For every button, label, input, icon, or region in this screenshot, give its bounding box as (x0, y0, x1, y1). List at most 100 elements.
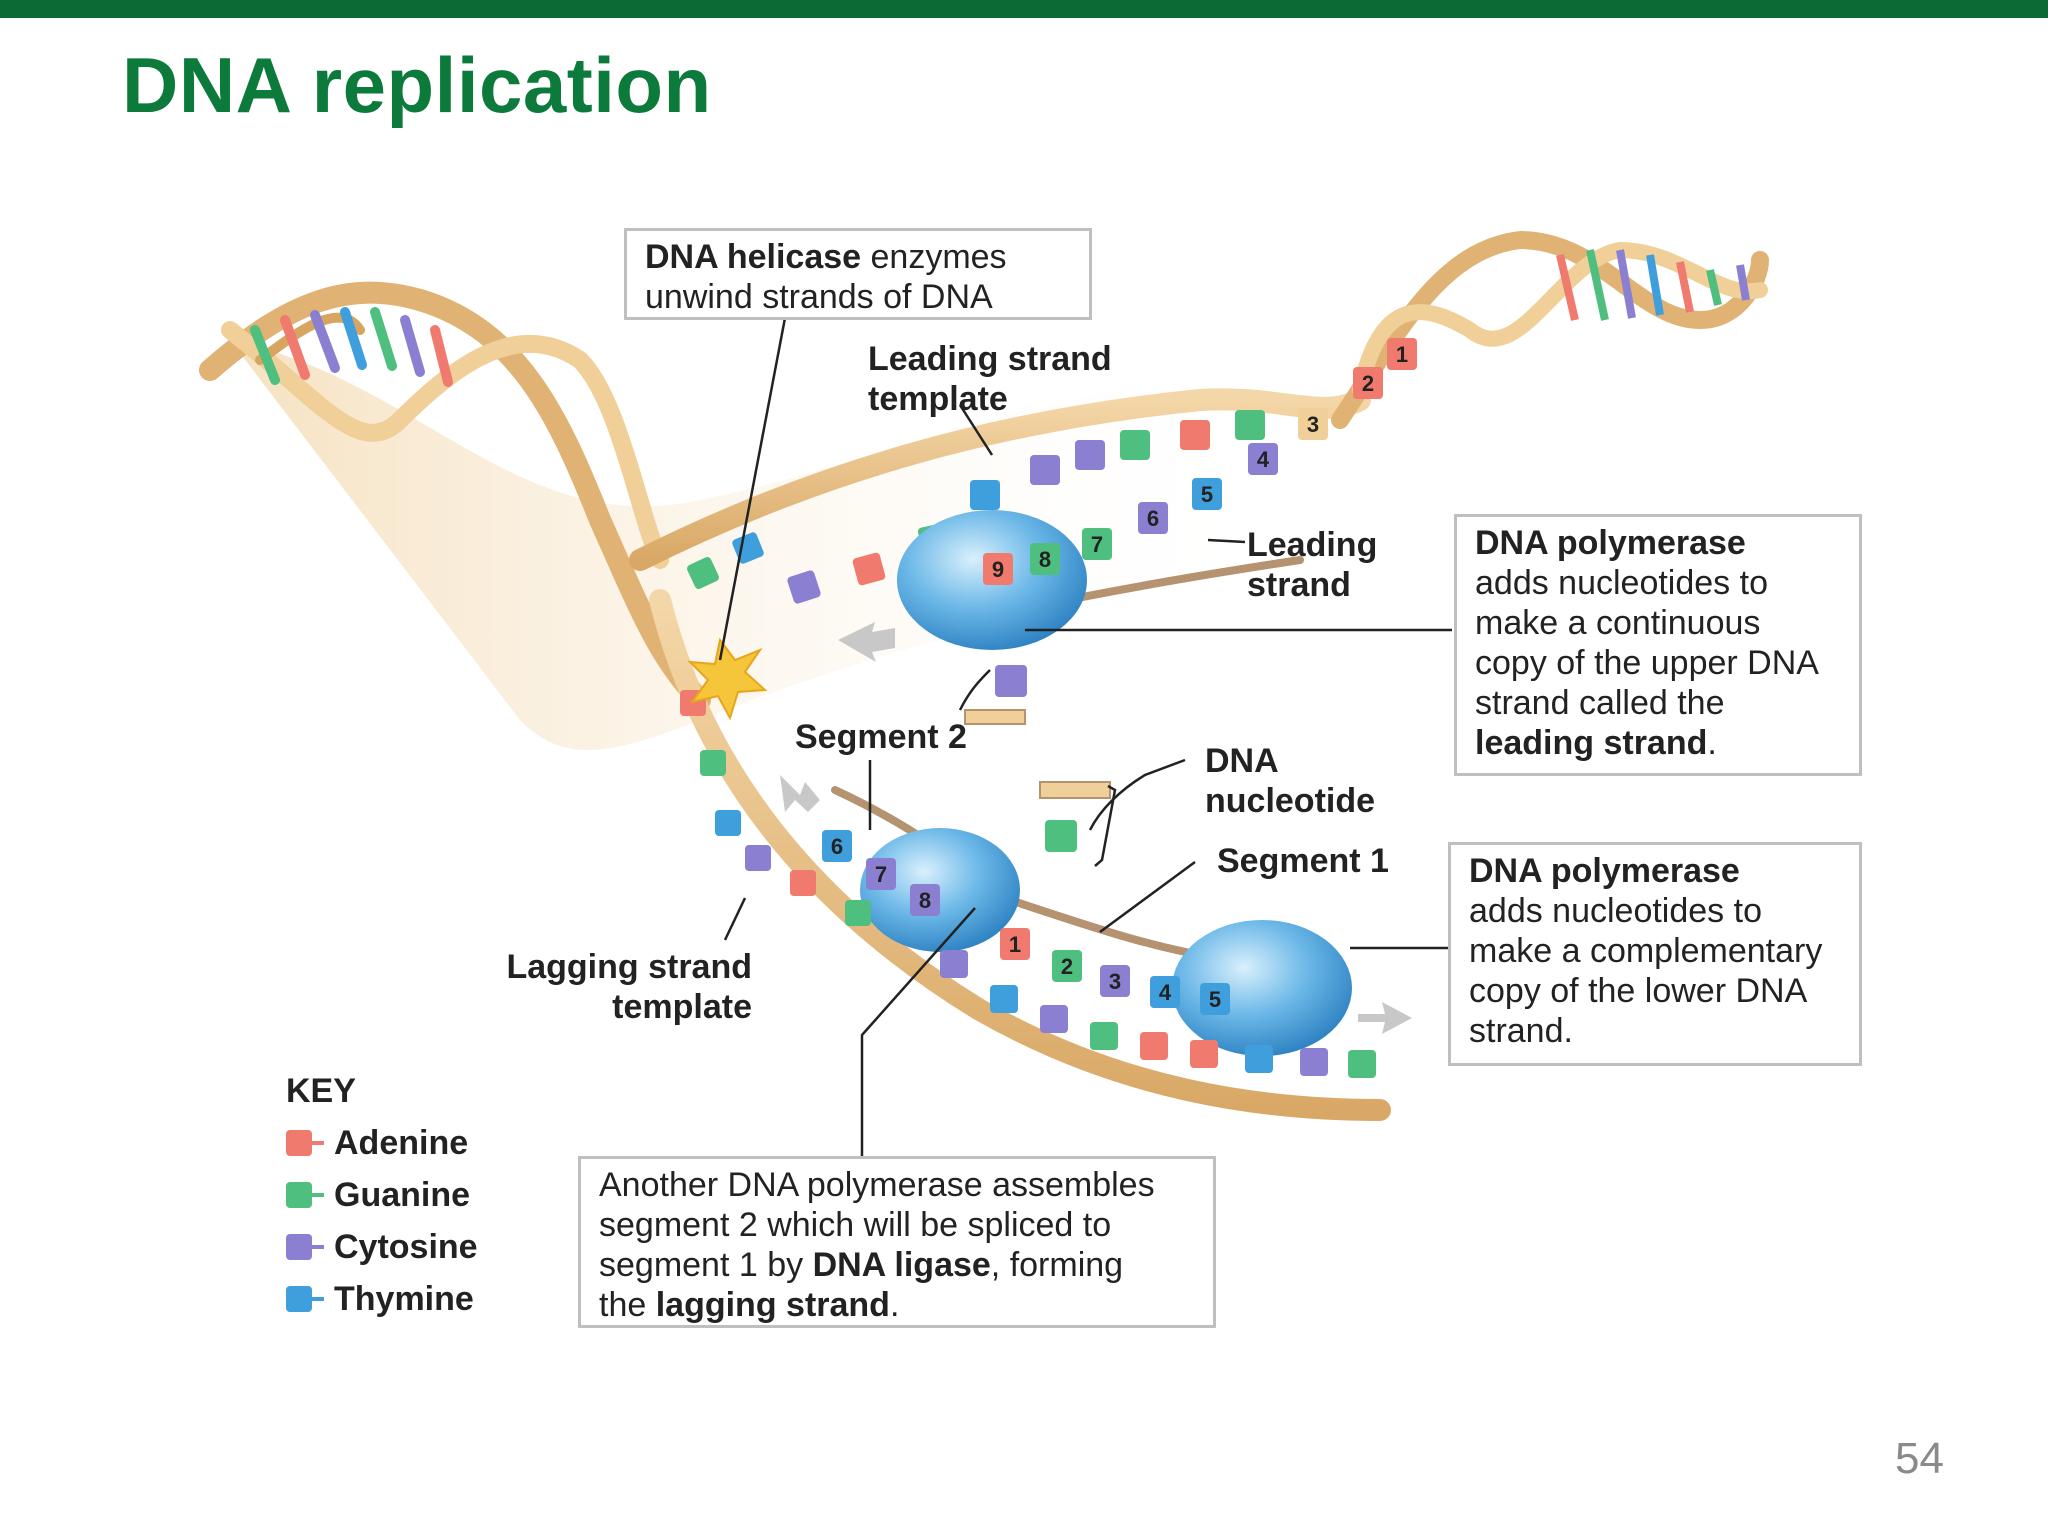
key-label-thymine: Thymine (334, 1279, 474, 1318)
seg2-base-8: 8 (910, 884, 940, 916)
seg1-base-4: 4 (1150, 976, 1180, 1008)
page-number: 54 (1895, 1434, 1944, 1483)
upper-num-1: 1 (1396, 342, 1408, 367)
replication-fork-fan (230, 340, 1300, 750)
label-lagging-template-1: Lagging strand (506, 948, 752, 986)
ligase-line1: Another DNA polymerase assembles (599, 1166, 1155, 1204)
seg2-num-7: 7 (875, 862, 887, 887)
slide-title: DNA replication (122, 41, 712, 129)
adenine-swatch (286, 1130, 324, 1156)
label-dna-nucleotide-1: DNA (1205, 742, 1279, 780)
callout-polymerase-lagging: DNA polymerase adds nucleotides to make … (1448, 842, 1862, 1066)
key-item-thymine: Thymine (286, 1273, 478, 1325)
dna-polymerase-segment1 (1172, 920, 1352, 1056)
upper-right-base-pairs (1556, 249, 1750, 321)
seg1-base-2: 2 (1052, 950, 1082, 982)
helicase-bold: DNA helicase (645, 238, 862, 276)
label-segment2: Segment 2 (795, 718, 967, 756)
label-leading-strand-1: Leading (1247, 526, 1377, 564)
parental-base-pairs (250, 307, 453, 387)
upper-base-6: 6 (1138, 502, 1168, 534)
upper-base-3: 3 (1298, 408, 1328, 440)
upper-base-9: 9 (983, 553, 1013, 585)
callout-dna-ligase: Another DNA polymerase assembles segment… (578, 1156, 1216, 1328)
label-segment1: Segment 1 (1217, 842, 1389, 880)
lagging-template-backbone (649, 589, 1391, 1121)
seg2-base-7: 7 (866, 858, 896, 890)
ligase-line4-post: . (889, 1286, 900, 1324)
helicase-rest: enzymes (861, 238, 1007, 276)
ligase-line3-bold: DNA ligase (812, 1246, 991, 1284)
helicase-line2: unwind strands of DNA (645, 278, 993, 316)
free-nucleotide-lower (1039, 781, 1111, 852)
nucleotide-key: KEY Adenine Guanine Cytosine Thymine (286, 1072, 478, 1325)
segment2-numbered-bases: 6 7 8 (822, 830, 940, 916)
poly-lagging-line5: strand. (1469, 1012, 1573, 1050)
upper-num-8: 8 (1039, 547, 1051, 572)
seg1-num-2: 2 (1061, 954, 1073, 979)
upper-num-4: 4 (1257, 447, 1270, 472)
key-label-adenine: Adenine (334, 1123, 469, 1162)
seg2-num-6: 6 (831, 834, 843, 859)
upper-num-7: 7 (1091, 532, 1103, 557)
seg2-num-8: 8 (919, 888, 931, 913)
upper-base-8: 8 (1030, 543, 1060, 575)
poly-leading-line2: adds nucleotides to (1475, 564, 1768, 602)
upper-num-5: 5 (1201, 482, 1213, 507)
seg1-num-1: 1 (1009, 932, 1021, 957)
key-label-guanine: Guanine (334, 1175, 471, 1214)
leading-numbered-bases: 9 8 7 6 5 4 3 2 1 (983, 338, 1417, 585)
free-nucleotide-upper (964, 665, 1027, 725)
seg1-num-3: 3 (1109, 969, 1121, 994)
upper-num-9: 9 (992, 557, 1004, 582)
key-item-guanine: Guanine (286, 1169, 478, 1221)
top-accent-bar (0, 0, 2048, 18)
callout-dna-helicase: DNA helicase enzymes unwind strands of D… (624, 228, 1092, 320)
seg2-base-6: 6 (822, 830, 852, 862)
label-leading-template-1: Leading strand (868, 340, 1112, 378)
label-leading-strand-2: strand (1247, 566, 1351, 604)
seg1-base-5: 5 (1200, 983, 1230, 1015)
upper-base-2: 2 (1353, 367, 1383, 399)
label-dna-nucleotide-2: nucleotide (1205, 782, 1375, 820)
upper-right-helix (1331, 230, 1769, 429)
ligase-line4-pre: the (599, 1286, 656, 1324)
ligase-line4-bold: lagging strand (655, 1286, 890, 1324)
callout-polymerase-leading: DNA polymerase adds nucleotides to make … (1454, 514, 1862, 776)
poly-lagging-bold: DNA polymerase (1469, 852, 1740, 890)
seg1-num-4: 4 (1159, 980, 1172, 1005)
leader-lines (718, 317, 1452, 1157)
lower-template-bases (680, 690, 1376, 1078)
key-label-cytosine: Cytosine (334, 1227, 478, 1266)
upper-num-3: 3 (1307, 412, 1319, 437)
helicase-star (687, 637, 768, 721)
key-title: KEY (286, 1072, 356, 1110)
segment1-numbered-bases: 1 2 3 4 5 (1000, 928, 1230, 1015)
label-leading-template-2: template (868, 380, 1008, 418)
poly-lagging-line3: make a complementary (1469, 932, 1823, 970)
poly-lagging-line2: adds nucleotides to (1469, 892, 1762, 930)
seg1-base-3: 3 (1100, 965, 1130, 997)
poly-leading-bold-end: leading strand (1475, 724, 1708, 762)
direction-arrows (780, 622, 1412, 1034)
upper-base-7: 7 (1082, 528, 1112, 560)
key-item-cytosine: Cytosine (286, 1221, 478, 1273)
poly-leading-line3: make a continuous (1475, 604, 1761, 642)
upper-base-5: 5 (1192, 478, 1222, 510)
upper-num-2: 2 (1362, 371, 1374, 396)
leading-template-backbone (629, 388, 1371, 571)
ligase-line2: segment 2 which will be spliced to (599, 1206, 1112, 1244)
ligase-line3-pre: segment 1 by (599, 1246, 813, 1284)
poly-lagging-line4: copy of the lower DNA (1469, 972, 1808, 1010)
upper-base-4: 4 (1248, 443, 1278, 475)
key-item-adenine: Adenine (286, 1117, 478, 1169)
cytosine-swatch (286, 1234, 324, 1260)
upper-num-6: 6 (1147, 506, 1159, 531)
poly-leading-end-punct: . (1707, 724, 1717, 762)
thymine-swatch (286, 1286, 324, 1312)
poly-leading-bold: DNA polymerase (1475, 524, 1746, 562)
ligase-line3-post: , forming (990, 1246, 1124, 1284)
poly-leading-line4: copy of the upper DNA (1475, 644, 1819, 682)
poly-leading-line5: strand called the (1475, 684, 1725, 722)
